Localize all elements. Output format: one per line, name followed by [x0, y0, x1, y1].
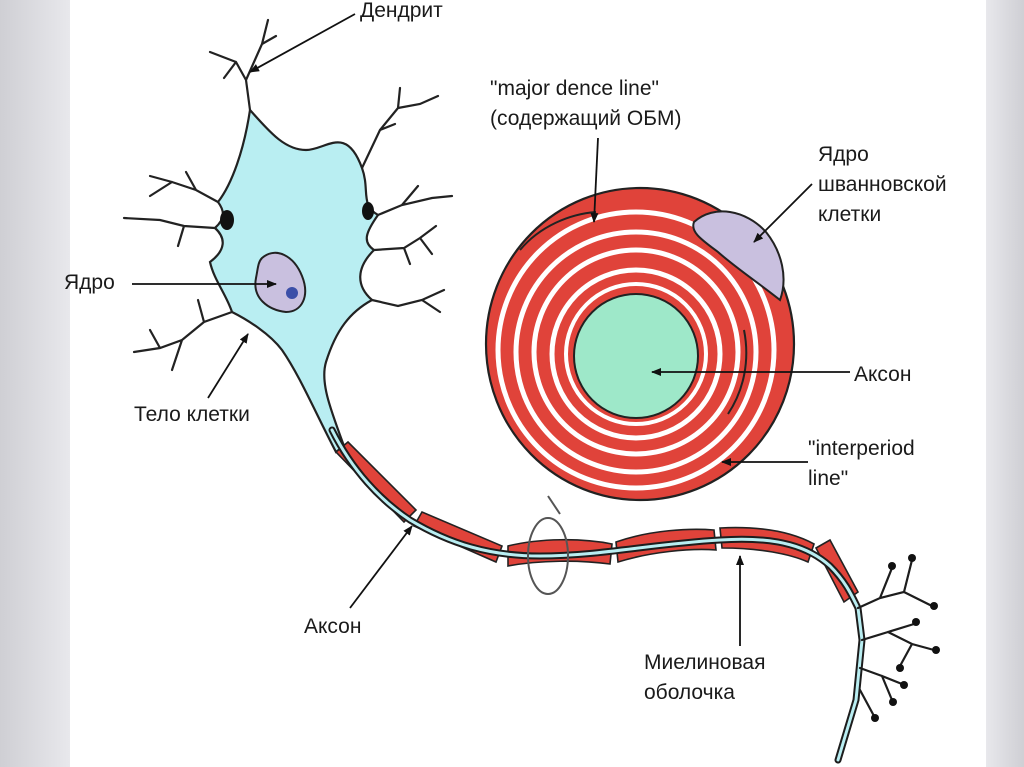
label-schwann-nucleus-1: Ядро	[818, 143, 869, 166]
label-cell-body: Тело клетки	[134, 403, 250, 426]
cross-section-connector	[547, 495, 561, 515]
slide-right-margin	[986, 0, 1024, 767]
cell-body-granule	[362, 202, 374, 220]
myelin-cross-section	[484, 186, 796, 502]
axon-core	[573, 293, 699, 419]
annotation-pointers	[132, 13, 850, 646]
axon-terminal-buttons	[871, 554, 940, 722]
label-schwann-nucleus-2: шванновской	[818, 173, 947, 196]
dendrites	[122, 18, 454, 372]
label-myelin-sheath-1: Миелиновая	[644, 651, 766, 674]
label-major-dense-line-note: (содержащий ОБМ)	[490, 107, 682, 130]
label-interperiod-line-1: "interperiod	[808, 437, 915, 460]
nucleolus	[286, 287, 298, 299]
label-axon: Аксон	[304, 615, 362, 638]
axon-fiber	[328, 426, 866, 764]
cell-body-granule	[220, 210, 234, 230]
label-schwann-nucleus-3: клетки	[818, 203, 882, 226]
axon-terminals	[856, 558, 936, 718]
cross-section-marker	[527, 517, 569, 595]
label-nucleus: Ядро	[64, 271, 115, 294]
label-myelin-sheath-2: оболочка	[644, 681, 735, 704]
label-major-dense-line: "major dence line"	[490, 77, 659, 100]
label-interperiod-line-2: line"	[808, 467, 849, 490]
label-axon-cross-section: Аксон	[854, 363, 912, 386]
label-dendrite: Дендрит	[360, 0, 443, 22]
slide-left-margin	[0, 0, 70, 767]
